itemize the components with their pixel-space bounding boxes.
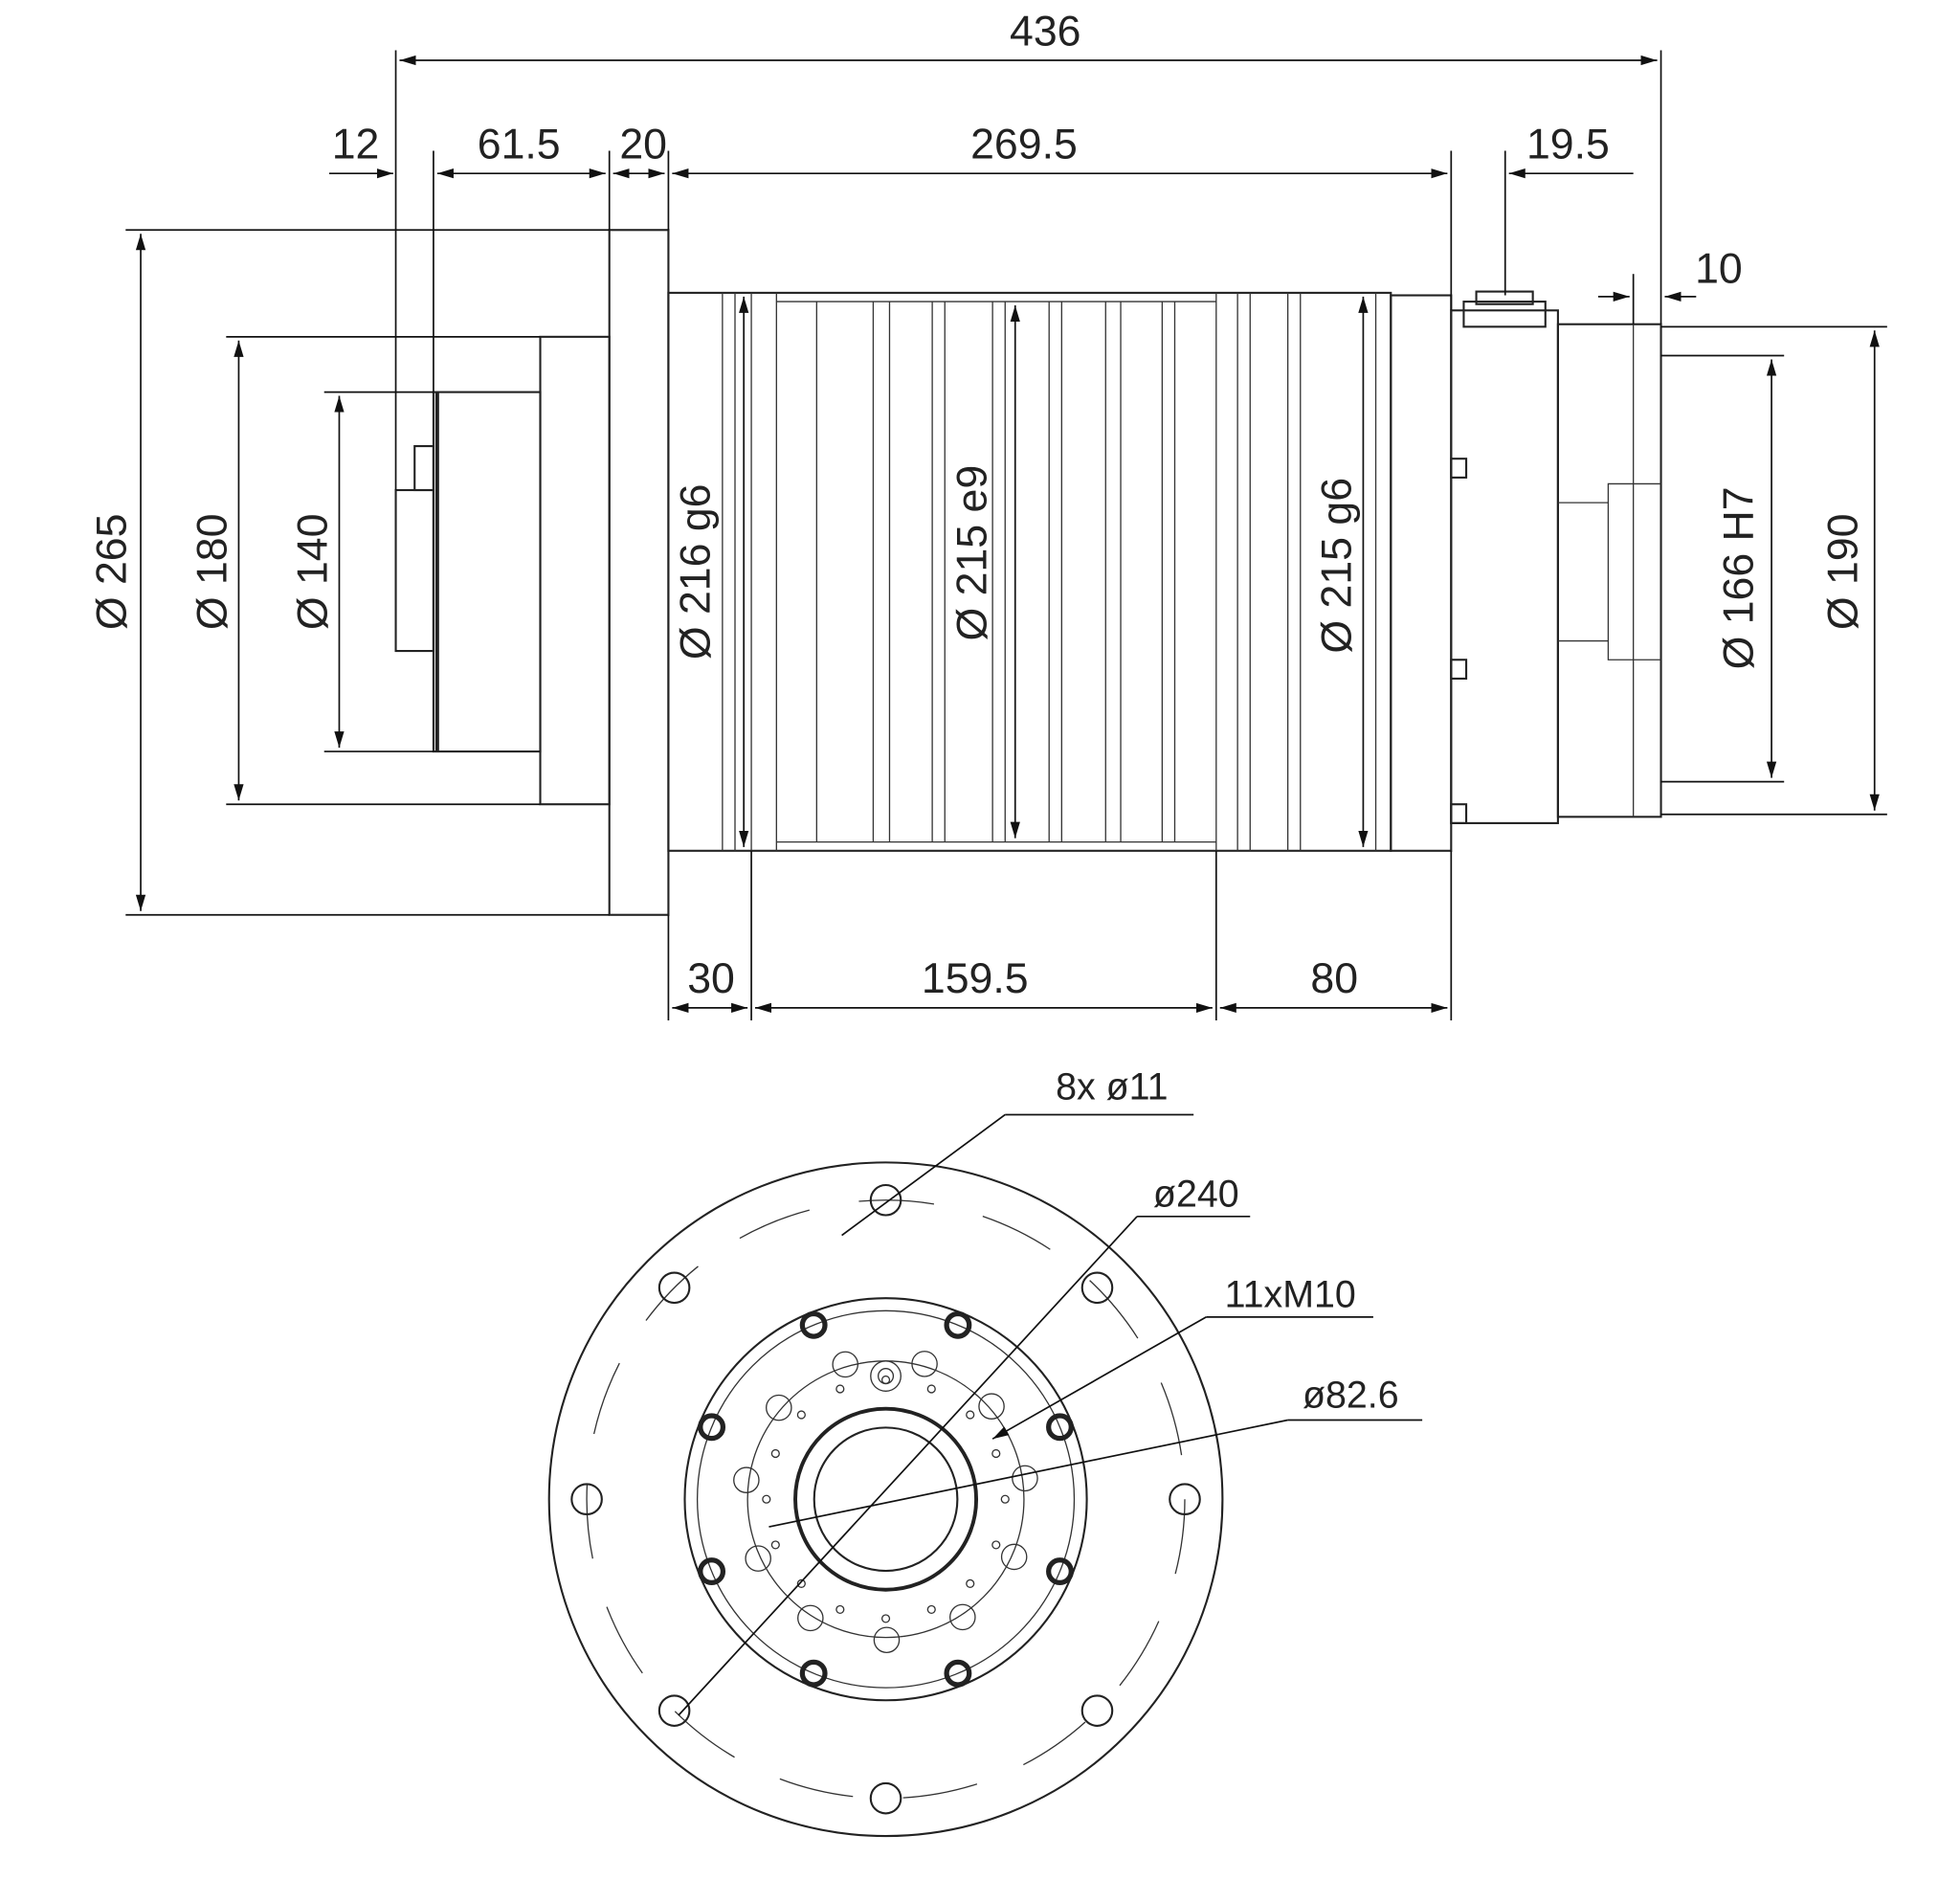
dia-265: Ø 265 [88,514,135,631]
flange-outline [547,1161,1224,1838]
bore-outer [793,1406,979,1592]
bottom-dimensions: 30 159.5 80 [667,850,1453,1021]
threaded-hole [766,1394,792,1421]
screw-head [1046,1557,1074,1586]
housing-screws [698,1310,1074,1688]
dia-215-e9: Ø 215 e9 [949,465,996,641]
center-fitting-inner [878,1368,895,1385]
small-hole [991,1448,1001,1459]
dim-10: 10 [1695,245,1743,292]
dim-61-5: 61.5 [478,121,561,168]
dim-30: 30 [687,955,735,1002]
housing-face [683,1297,1088,1702]
bore [813,1426,959,1573]
small-hole [770,1448,780,1459]
small-hole [762,1494,771,1504]
mounting-hole [869,1183,902,1217]
threaded-hole [733,1466,760,1493]
screw-head [944,1659,972,1688]
dim-20: 20 [619,121,667,168]
screw-head [944,1310,972,1339]
mounting-hole [1169,1483,1201,1516]
dia-216-g6: Ø 216 g6 [673,484,720,660]
dia-166-h7: Ø 166 H7 [1715,486,1762,669]
diameter-dimensions: Ø 265 Ø 180 Ø 140 Ø 216 g6 Ø 215 e9 Ø 21… [88,229,1887,916]
small-hole [770,1540,780,1550]
threaded-holes [733,1351,1038,1654]
small-hole [880,1614,891,1623]
threaded-hole [832,1351,859,1378]
tab [1450,458,1468,479]
threaded-hole [1012,1465,1038,1492]
side-view: 436 12 61.5 20 269.5 19.5 10 [88,8,1887,1021]
mounting-hole [869,1781,902,1815]
mounting-hole [570,1483,603,1516]
callout-bore: ø82.6 [1303,1374,1399,1416]
tab [1450,803,1468,824]
screw-head [698,1557,726,1586]
nose [432,391,542,753]
threaded-hole [949,1603,976,1631]
callout-holes: 8x ø11 [1056,1066,1168,1108]
dim-269-5: 269.5 [970,121,1078,168]
threaded-hole [1000,1543,1028,1571]
dim-19-5: 19.5 [1526,121,1610,168]
threaded-hole [745,1545,771,1572]
connector [1462,301,1547,328]
dim-436: 436 [1010,8,1080,55]
small-hole [796,1578,806,1588]
nose-boss [394,488,434,653]
screw-head [1046,1413,1074,1442]
small-hole [835,1604,845,1615]
threaded-hole [978,1393,1005,1420]
cooling-grooves [722,292,1377,851]
small-hole [926,1604,936,1615]
dim-12: 12 [332,121,380,168]
small-hole [796,1410,806,1420]
dia-140: Ø 140 [289,514,336,631]
housing-ring [696,1309,1076,1689]
screw-head [698,1413,726,1442]
dim-80: 80 [1310,955,1358,1002]
small-hole [926,1384,936,1394]
top-dimensions: 436 12 61.5 20 269.5 19.5 10 [328,8,1743,491]
front-view: 8x ø11 ø240 11xM10 ø82.6 [547,1066,1423,1838]
dia-180: Ø 180 [189,514,235,631]
mounting-hole [1080,1271,1114,1305]
rear-cap [1390,294,1453,852]
mounting-hole [1080,1694,1114,1727]
callout-threads: 11xM10 [1225,1273,1356,1315]
small-hole [835,1384,845,1394]
mounting-hole [657,1271,691,1305]
front-step [539,335,611,806]
tab [1450,659,1468,680]
bolt-circle [586,1199,1186,1800]
small-hole [1000,1494,1010,1504]
screw-head [799,1659,828,1688]
small-hole [966,1578,975,1588]
threaded-hole [911,1351,938,1377]
threaded-hole [797,1604,824,1632]
screw-head [799,1310,828,1339]
dim-159-5: 159.5 [922,955,1029,1002]
center-fitting [870,1360,902,1392]
mounting-flange [608,229,670,916]
rear-detail [1557,324,1661,817]
mounting-hole [657,1694,691,1727]
callout-bolt-circle: ø240 [1153,1173,1239,1215]
threaded-hole [873,1626,901,1654]
mounting-holes [570,1183,1201,1815]
dia-215-g6: Ø 215 g6 [1313,478,1360,654]
small-hole [991,1540,1001,1550]
rear-flange [1556,323,1662,818]
nose-key [413,445,434,492]
small-hole [966,1410,975,1420]
dia-190: Ø 190 [1819,514,1866,631]
rear-housing [1450,309,1559,824]
